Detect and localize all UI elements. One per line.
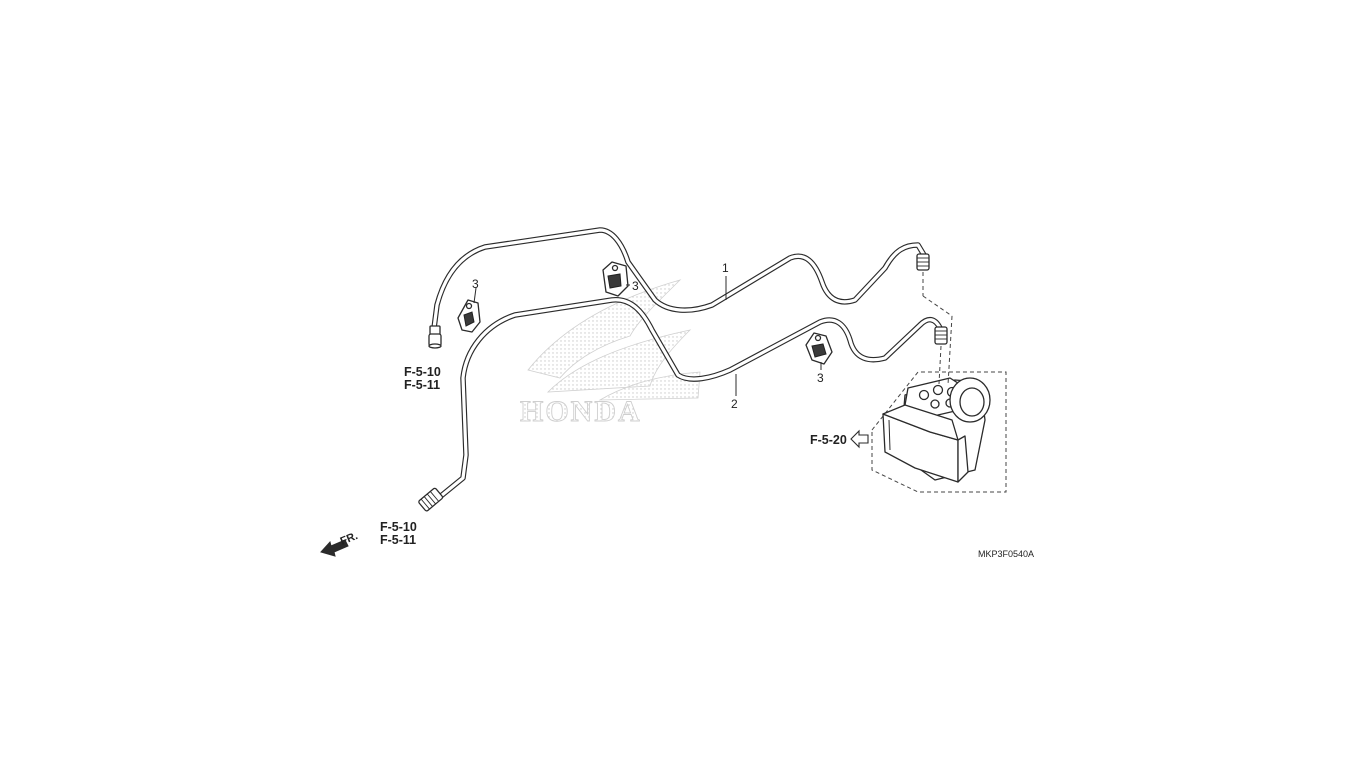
pipe2-to-abs-line xyxy=(938,345,942,385)
ref-upper-left-b: F-5-11 xyxy=(404,378,440,392)
callout-2: 2 xyxy=(731,397,738,411)
front-direction-marker: FR. xyxy=(320,530,360,557)
callout-3-right: 3 xyxy=(817,371,824,385)
brake-pipe-2 xyxy=(433,297,943,503)
pipe1-right-flare-nut xyxy=(916,253,930,271)
ref-lower-left-b: F-5-11 xyxy=(380,533,416,547)
callout-1: 1 xyxy=(722,261,729,275)
diagram-code: MKP3F0540A xyxy=(978,549,1034,559)
pipe2-right-flare-nut xyxy=(934,326,948,345)
abs-modulator-unit xyxy=(871,371,1007,493)
honda-watermark-text: HONDA xyxy=(520,395,642,428)
ref-abs-unit: F-5-20 xyxy=(810,433,847,447)
ref-lower-left-a: F-5-10 xyxy=(380,520,417,534)
ref-arrow-icon xyxy=(850,429,869,449)
honda-wing-logo xyxy=(527,279,701,401)
honda-watermark: HONDA xyxy=(520,279,701,428)
abs-dashed-boundary xyxy=(871,371,1007,493)
pipe1-to-abs-line-b xyxy=(922,295,953,317)
pipe-clamp-right xyxy=(805,332,833,365)
pipe1-to-abs-line-c xyxy=(947,315,953,386)
pipe-clamp-middle xyxy=(602,261,629,297)
brake-pipe-1 xyxy=(430,227,927,339)
pipe2-left-flare-nut xyxy=(418,487,444,512)
callout-3-left: 3 xyxy=(472,277,479,291)
callout-3-middle: 3 xyxy=(632,279,639,293)
leader-clamp-left xyxy=(473,287,477,304)
front-label: FR. xyxy=(339,530,360,548)
front-arrow-icon xyxy=(320,539,349,557)
pipe1-left-flare-nut xyxy=(428,325,442,349)
pipe-clamp-left xyxy=(457,299,481,333)
ref-upper-left-a: F-5-10 xyxy=(404,365,441,379)
